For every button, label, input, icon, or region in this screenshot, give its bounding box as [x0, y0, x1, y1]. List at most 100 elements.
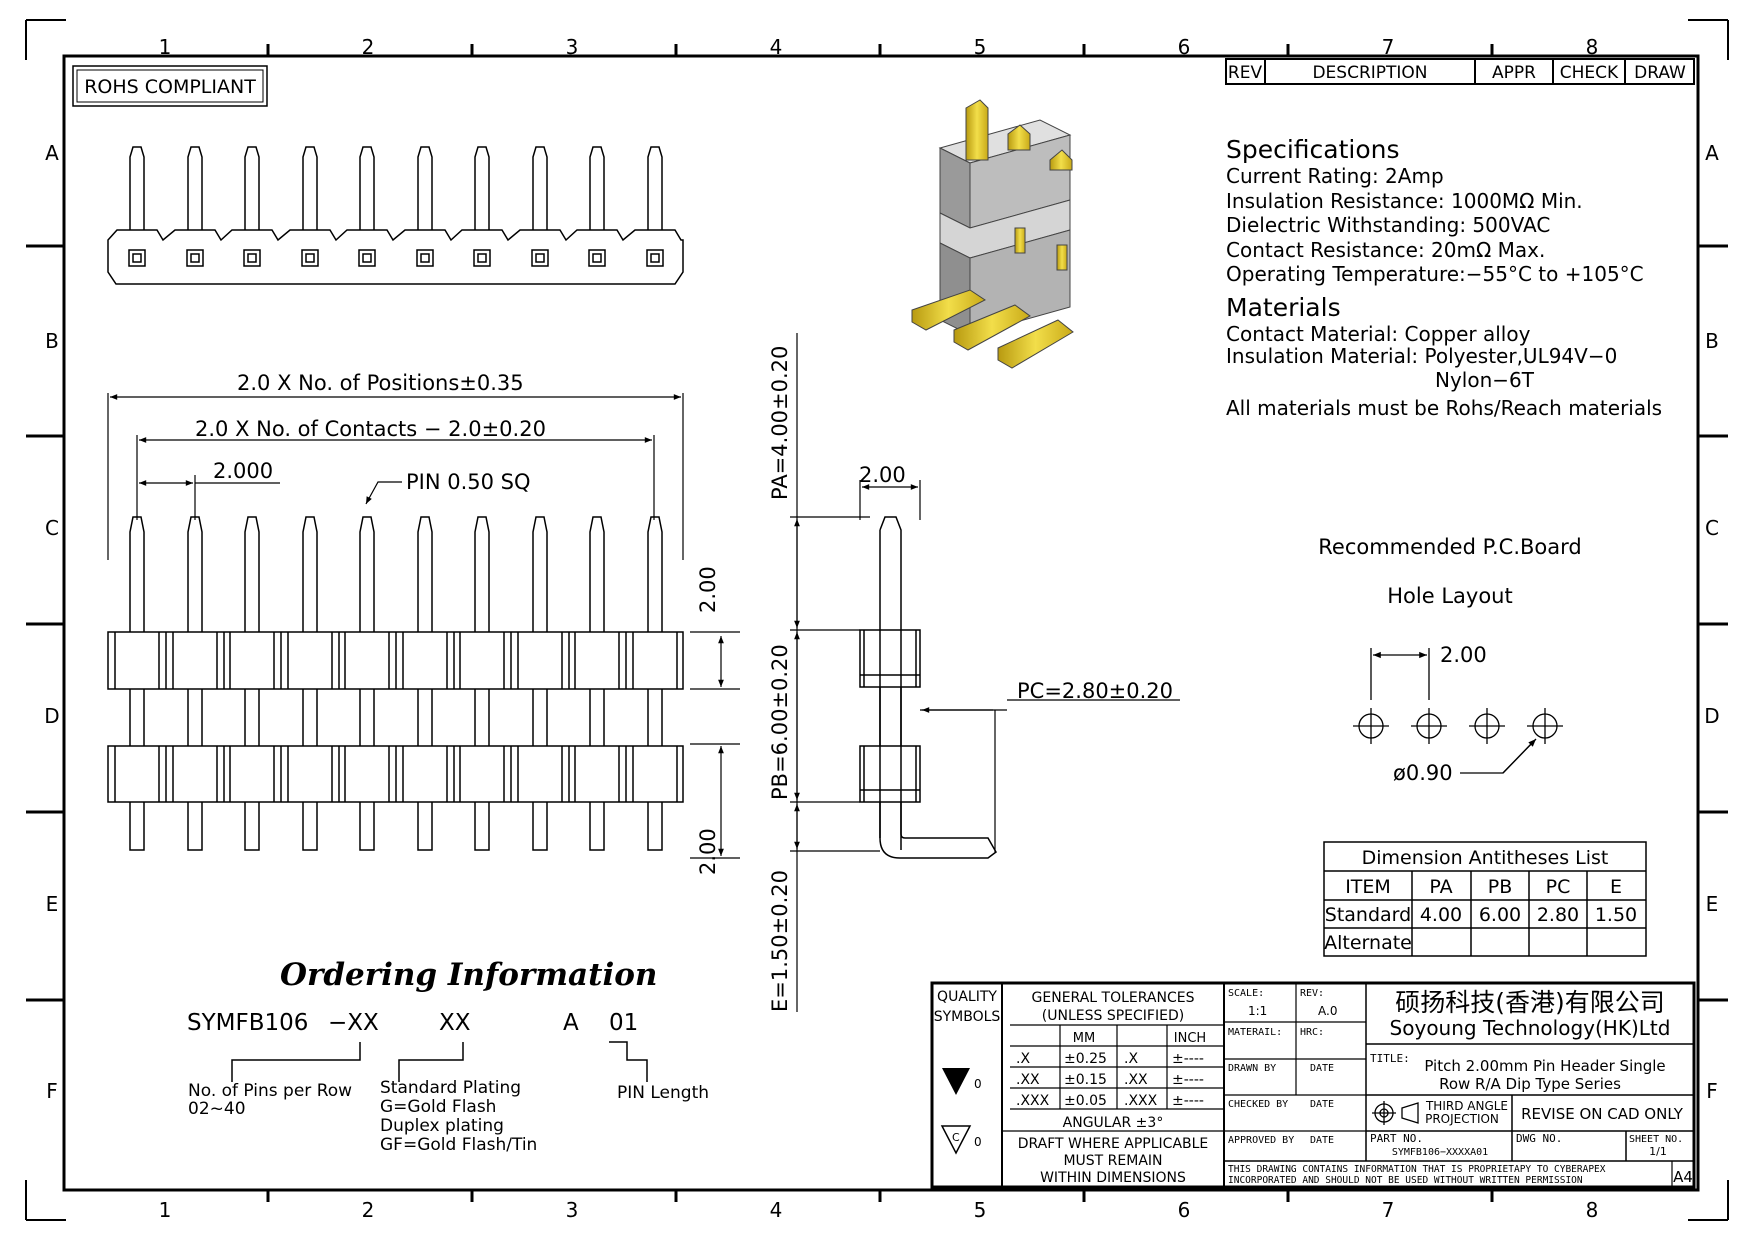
- drawing-title: Pitch 2.00mm Pin Header Single: [1424, 1057, 1665, 1075]
- pitch-dimension: 2.000: [213, 459, 273, 483]
- zone-row-label: A: [45, 141, 59, 165]
- tolerance-cell: .X: [1124, 1051, 1138, 1067]
- table-header: PC: [1546, 876, 1571, 898]
- description-header: DESCRIPTION: [1312, 63, 1427, 83]
- tolerance-cell: ±0.15: [1064, 1072, 1107, 1088]
- rohs-badge: ROHS COMPLIANT: [72, 65, 268, 107]
- draft-note: WITHIN DIMENSIONS: [1040, 1170, 1186, 1186]
- zone-column-label: 7: [1382, 1198, 1395, 1222]
- e-dimension: E=1.50±0.20: [768, 870, 792, 1012]
- materials-line: Contact Material: Copper alloy: [1226, 322, 1531, 346]
- pcb-subtitle: Hole Layout: [1387, 584, 1512, 608]
- critical-triangle-icon: [940, 1125, 972, 1155]
- dimension-table-title: Dimension Antitheses List: [1362, 847, 1609, 869]
- spec-line: Current Rating: 2Amp: [1226, 164, 1444, 188]
- quality-label: QUALITY: [937, 989, 997, 1005]
- pin: [187, 146, 203, 230]
- table-header: ITEM: [1345, 876, 1391, 898]
- hole-diameter: ø0.90: [1393, 761, 1453, 785]
- pcb-hole-layout: Recommended P.C.Board Hole Layout 2.00 ø…: [1318, 535, 1581, 785]
- connector-3d-render: [911, 99, 1074, 369]
- part-no-label: PART NO.: [1370, 1132, 1423, 1145]
- zone-column-label: 6: [1178, 35, 1191, 59]
- drawn-by-label: DRAWN BY: [1228, 1063, 1276, 1074]
- materials-line: Insulation Material: Polyester,UL94V−0: [1226, 344, 1617, 368]
- zone-row-label: D: [1704, 704, 1719, 728]
- zone-column-label: 8: [1586, 35, 1599, 59]
- spec-line: Dielectric Withstanding: 500VAC: [1226, 213, 1550, 237]
- zone-column-label: 3: [566, 35, 579, 59]
- rohs-text: ROHS COMPLIANT: [84, 76, 256, 98]
- pin-length-label: PIN Length: [617, 1083, 709, 1103]
- zone-row-label: B: [1705, 329, 1719, 353]
- table-header: PA: [1429, 876, 1452, 898]
- tolerance-cell: .XX: [1016, 1072, 1040, 1088]
- inch-header: INCH: [1174, 1031, 1206, 1046]
- zone-column-label: 5: [974, 35, 987, 59]
- scale-label: SCALE:: [1228, 988, 1264, 999]
- side-pitch-dimension: 2.00: [859, 463, 906, 487]
- tolerances-subtitle: (UNLESS SPECIFIED): [1042, 1008, 1184, 1024]
- tolerances-title: GENERAL TOLERANCES: [1032, 990, 1195, 1006]
- pins-label: No. of Pins per Row: [188, 1081, 352, 1101]
- contacts-dimension: 2.0 X No. of Contacts − 2.0±0.20: [195, 417, 546, 441]
- spec-line: Insulation Resistance: 1000MΩ Min.: [1226, 189, 1583, 213]
- zone-row-label: E: [1706, 892, 1719, 916]
- hrc-label: HRC:: [1300, 1027, 1324, 1038]
- proprietary-notice: THIS DRAWING CONTAINS INFORMATION THAT I…: [1228, 1164, 1606, 1175]
- ordering-information: Ordering Information SYMFB106 −XX XX A 0…: [187, 957, 709, 1155]
- spec-line: Operating Temperature:−55°C to +105°C: [1226, 262, 1644, 286]
- side-dimensions: [790, 333, 1180, 1012]
- table-cell: 4.00: [1420, 904, 1462, 926]
- pin: [244, 146, 260, 230]
- pin: [359, 146, 375, 230]
- drawing-title: Row R/A Dip Type Series: [1439, 1075, 1621, 1093]
- code-plating: XX: [439, 1010, 471, 1036]
- sheet-size: A4: [1673, 1168, 1693, 1186]
- materials-heading: Materials: [1226, 293, 1341, 322]
- zone-column-label: 2: [362, 35, 375, 59]
- table-cell: Standard: [1325, 904, 1411, 926]
- approved-date-label: DATE: [1310, 1135, 1334, 1146]
- top-view: [107, 146, 684, 285]
- material-label: MATERAIL:: [1228, 1027, 1282, 1038]
- tolerance-cell: ±----: [1172, 1072, 1204, 1088]
- pin: [474, 146, 490, 230]
- table-cell: 2.80: [1537, 904, 1579, 926]
- zone-column-label: 4: [770, 35, 783, 59]
- tolerance-cell: .X: [1016, 1051, 1030, 1067]
- angular-tolerance: ANGULAR ±3°: [1063, 1115, 1164, 1131]
- row-pitch-bottom: 2.00: [696, 828, 720, 875]
- front-view: [107, 516, 684, 851]
- approved-by-label: APPROVED BY: [1228, 1135, 1294, 1146]
- pc-dimension: PC=2.80±0.20: [1017, 679, 1173, 703]
- table-cell: 6.00: [1479, 904, 1521, 926]
- projection-symbol-icon: [1372, 1101, 1419, 1125]
- pb-dimension: PB=6.00±0.20: [768, 644, 792, 800]
- row-pitch-top: 2.00: [696, 566, 720, 613]
- zone-column-label: 6: [1178, 1198, 1191, 1222]
- front-dimensions: [107, 393, 740, 859]
- zone-row-label: D: [44, 704, 59, 728]
- title-block: QUALITY SYMBOLS GENERAL TOLERANCES (UNLE…: [930, 981, 1696, 1189]
- part-no-value: SYMFB106−XXXXA01: [1392, 1147, 1488, 1158]
- revision-table: REV DESCRIPTION APPR CHECK DRAW: [1225, 58, 1695, 85]
- projection-label: THIRD ANGLE: [1425, 1099, 1508, 1113]
- rev-label: REV:: [1300, 988, 1324, 999]
- title-label: TITLE:: [1370, 1052, 1410, 1065]
- tolerance-cell: .XXX: [1016, 1093, 1050, 1109]
- drawn-date-label: DATE: [1310, 1063, 1334, 1074]
- pa-dimension: PA=4.00±0.20: [768, 346, 792, 500]
- pin: [302, 146, 318, 230]
- rev-value: A.0: [1318, 1004, 1337, 1018]
- zone-row-label: E: [46, 892, 59, 916]
- proprietary-notice: INCORPORATED AND SHOULD NOT BE USED WITH…: [1228, 1175, 1583, 1186]
- tolerance-cell: .XXX: [1124, 1093, 1158, 1109]
- zone-row-label: F: [46, 1079, 58, 1103]
- zone-row-label: F: [1706, 1079, 1718, 1103]
- spec-heading: Specifications: [1226, 135, 1400, 164]
- zone-row-label: A: [1705, 141, 1719, 165]
- draft-note: DRAFT WHERE APPLICABLE: [1018, 1136, 1209, 1152]
- checked-date-label: DATE: [1310, 1099, 1334, 1110]
